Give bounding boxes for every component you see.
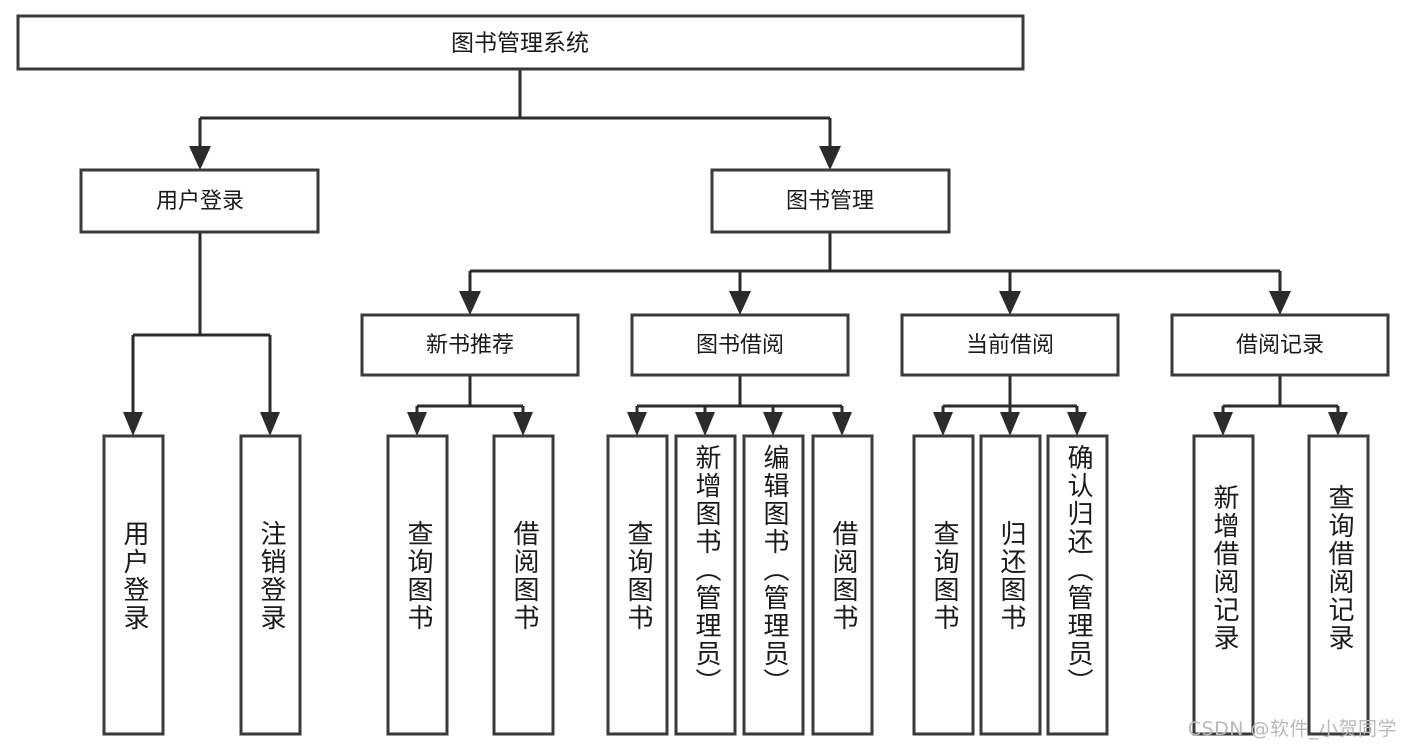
node-borrow-record[interactable]: 借阅记录: [1170, 313, 1390, 377]
node-book-management-box[interactable]: [710, 168, 951, 234]
leaf-box-borrow-book-2[interactable]: [811, 434, 874, 736]
leaf-box-borrow-book-1[interactable]: [492, 434, 555, 736]
arrow-new-book-recommend: [459, 291, 481, 315]
arrow-leaf-return-book: [1000, 412, 1020, 436]
node-new-book-recommend-label: 新书推荐: [426, 333, 514, 358]
leaf-box-add-record[interactable]: [1192, 434, 1255, 736]
arrow-leaf-query-record: [1328, 412, 1348, 436]
arrow-current-borrow: [999, 291, 1021, 315]
arrow-user-login: [189, 146, 211, 170]
node-book-management-label: 图书管理: [786, 189, 874, 214]
arrow-leaf-add-record: [1213, 412, 1233, 436]
arrow-book-borrow: [729, 291, 751, 315]
arrow-leaf-query-book-3: [933, 412, 953, 436]
arrow-leaf-edit-book: [763, 412, 783, 436]
arrow-leaf-confirm-return: [1067, 412, 1087, 436]
arrow-leaf-query-book-1: [407, 412, 427, 436]
leaf-box-query-book-3[interactable]: [912, 434, 975, 736]
leaf-box-add-book[interactable]: [674, 434, 737, 736]
leaf-box-edit-book[interactable]: [742, 434, 805, 736]
connector-group-borrow-record: [1213, 375, 1348, 436]
arrow-leaf-borrow-book-2: [832, 412, 852, 436]
arrow-borrow-record: [1269, 291, 1291, 315]
arrow-leaf-add-book: [695, 412, 715, 436]
node-book-borrow-label: 图书借阅: [696, 333, 784, 358]
leaf-box-user-logout[interactable]: [239, 434, 302, 736]
node-user-login[interactable]: 用户登录: [79, 168, 320, 234]
node-borrow-record-label: 借阅记录: [1236, 333, 1324, 358]
connector-group-current-borrow: [933, 375, 1087, 436]
node-user-login-box[interactable]: [79, 168, 320, 234]
leaf-box-return-book[interactable]: [979, 434, 1042, 736]
node-root-box[interactable]: [16, 14, 1025, 71]
node-book-borrow[interactable]: 图书借阅: [630, 313, 850, 377]
leaf-box-user-login[interactable]: [102, 434, 165, 736]
node-user-login-label: 用户登录: [156, 189, 244, 214]
node-book-management[interactable]: 图书管理: [710, 168, 951, 234]
connector-group-root: [189, 69, 841, 170]
connector-group-user-login: [123, 232, 280, 436]
arrow-leaf-user-login: [123, 412, 143, 436]
connector-group-new-book-recommend: [407, 375, 533, 436]
arrow-book-management: [819, 146, 841, 170]
node-new-book-recommend[interactable]: 新书推荐: [360, 313, 580, 377]
arrow-leaf-query-book-2: [627, 412, 647, 436]
node-root[interactable]: 图书管理系统: [16, 14, 1025, 71]
leaf-box-confirm-return[interactable]: [1046, 434, 1109, 736]
connector-group-book-borrow: [627, 375, 852, 436]
node-root-label: 图书管理系统: [451, 31, 589, 57]
node-current-borrow-label: 当前借阅: [966, 333, 1054, 358]
leaf-boxes: [102, 434, 1370, 736]
leaf-box-query-book-2[interactable]: [606, 434, 669, 736]
leaf-box-query-record[interactable]: [1307, 434, 1370, 736]
arrow-leaf-borrow-book-1: [513, 412, 533, 436]
node-current-borrow[interactable]: 当前借阅: [900, 313, 1120, 377]
node-book-borrow-box[interactable]: [630, 313, 850, 377]
node-current-borrow-box[interactable]: [900, 313, 1120, 377]
arrow-leaf-user-logout: [260, 412, 280, 436]
leaf-box-query-book-1[interactable]: [386, 434, 449, 736]
node-borrow-record-box[interactable]: [1170, 313, 1390, 377]
node-new-book-recommend-box[interactable]: [360, 313, 580, 377]
connector-group-book-management: [459, 232, 1291, 315]
csdn-watermark: CSDN @软件_小贺同学: [1187, 718, 1397, 740]
